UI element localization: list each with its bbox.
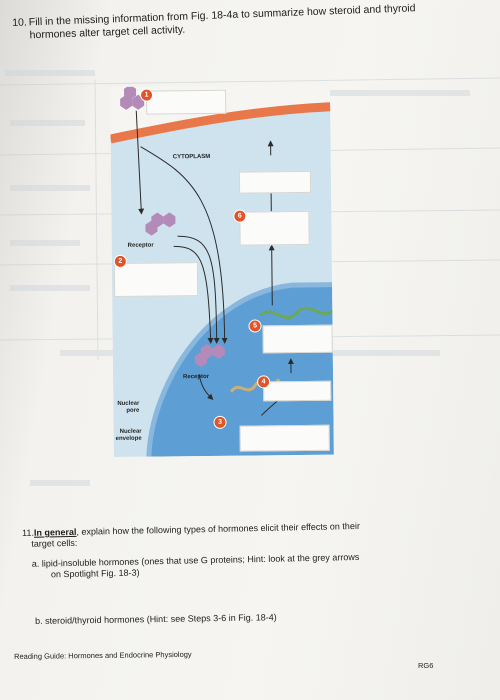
- nuclear-pore-label-line2: pore: [126, 407, 140, 414]
- hormone-molecule: [120, 84, 145, 110]
- cell-membrane: [110, 102, 331, 144]
- footer-page-code: RG6: [418, 661, 434, 670]
- question-10-number: 10.: [12, 16, 28, 29]
- step-badge-4: 4: [257, 375, 271, 389]
- answer-box-cytoplasm-1[interactable]: [238, 170, 312, 194]
- cytoplasm-label: CYTOPLASM: [172, 153, 211, 161]
- nuclear-pore-label: Nuclear pore: [109, 401, 139, 415]
- answer-box-step-5[interactable]: [262, 324, 333, 354]
- step-badge-3: 3: [213, 415, 227, 429]
- answer-box-step-1[interactable]: [146, 89, 227, 115]
- footer-guide-title: Reading Guide: Hormones and Endocrine Ph…: [14, 649, 192, 661]
- answer-box-step-4[interactable]: [263, 380, 332, 402]
- answer-box-step-6[interactable]: [239, 210, 310, 246]
- receptor-label-cytoplasm: Receptor: [127, 242, 154, 249]
- question-11b-text: steroid/thyroid hormones (Hint: see Step…: [45, 612, 277, 626]
- step-badge-2: 2: [113, 254, 127, 268]
- steroid-hormone-figure: CYTOPLASM Receptor Receptor Nuclear pore…: [109, 84, 334, 457]
- question-10: 10.Fill in the missing information from …: [12, 0, 473, 43]
- step-badge-1: 1: [140, 88, 154, 102]
- nuclear-envelope-label-line2: envelope: [115, 435, 142, 442]
- receptor-label-nucleus: Receptor: [183, 373, 210, 381]
- question-11-number: 11.: [22, 527, 35, 538]
- question-11a-label: a.: [31, 558, 40, 569]
- question-11b-label: b.: [35, 615, 43, 626]
- hormone-receptor-complex: [145, 212, 176, 236]
- question-11: 11.In general, explain how the following…: [22, 519, 463, 581]
- step-badge-6: 6: [233, 209, 247, 223]
- answer-box-step-2[interactable]: [113, 262, 199, 297]
- question-11b: b. steroid/thyroid hormones (Hint: see S…: [35, 612, 277, 627]
- nuclear-envelope-label: Nuclear envelope: [110, 429, 142, 443]
- nuclear-receptor-complex: [194, 343, 225, 368]
- mrna-strand: [259, 306, 334, 320]
- step-badge-5: 5: [248, 319, 262, 333]
- nuclear-envelope: [146, 282, 333, 457]
- answer-box-step-3[interactable]: [239, 424, 330, 452]
- question-11-emphasis: In general: [33, 526, 77, 538]
